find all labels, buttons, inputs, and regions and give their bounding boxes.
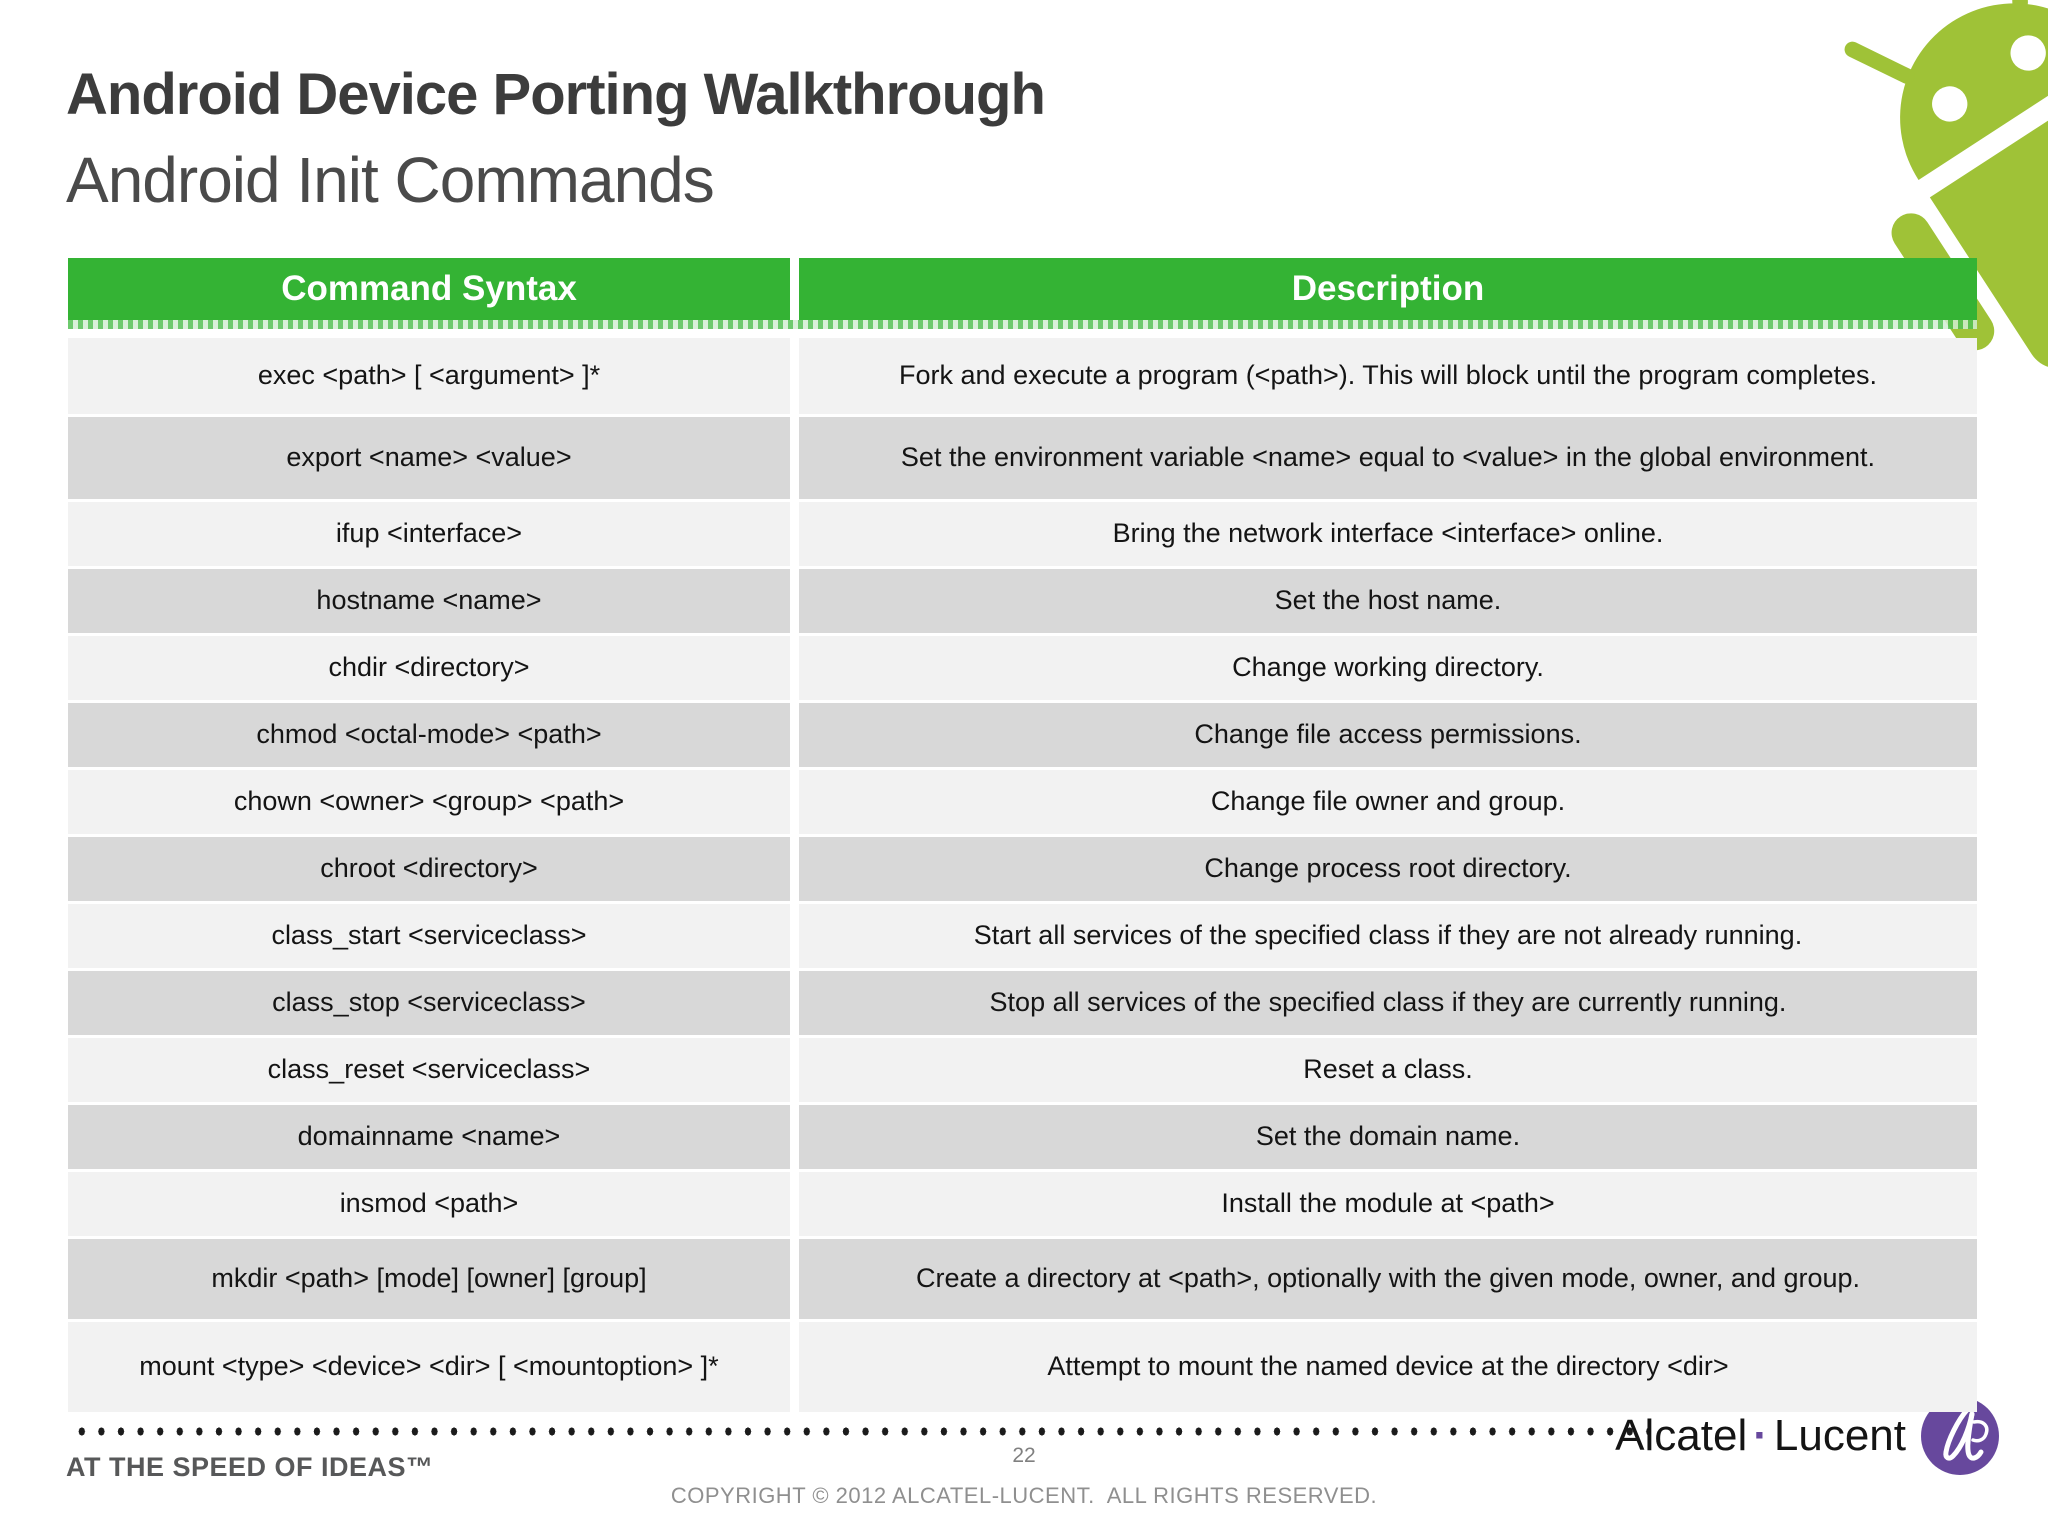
table-row: ifup <interface>Bring the network interf… <box>68 502 1977 566</box>
table-row: insmod <path>Install the module at <path… <box>68 1172 1977 1236</box>
command-syntax-cell: domainname <name> <box>68 1105 790 1169</box>
column-header-description: Description <box>799 258 1977 320</box>
table-row: export <name> <value>Set the environment… <box>68 417 1977 499</box>
page-number: 22 <box>1012 1444 1036 1467</box>
init-commands-table: Command Syntax Description exec <path> [… <box>68 258 1977 1415</box>
table-row: mount <type> <device> <dir> [ <mountopti… <box>68 1322 1977 1412</box>
table-row: class_stop <serviceclass>Stop all servic… <box>68 971 1977 1035</box>
command-syntax-cell: chown <owner> <group> <path> <box>68 770 790 834</box>
table-row: class_start <serviceclass>Start all serv… <box>68 904 1977 968</box>
description-cell: Reset a class. <box>799 1038 1977 1102</box>
table-row: chown <owner> <group> <path>Change file … <box>68 770 1977 834</box>
alcatel-lucent-swirl-icon <box>1921 1397 1999 1475</box>
description-cell: Change file access permissions. <box>799 703 1977 767</box>
table-row: class_reset <serviceclass>Reset a class. <box>68 1038 1977 1102</box>
table-body: exec <path> [ <argument> ]*Fork and exec… <box>68 338 1977 1412</box>
description-cell: Install the module at <path> <box>799 1172 1977 1236</box>
alcatel-lucent-logo: Alcatel · Lucent <box>1615 1396 2000 1476</box>
footer-dotted-divider <box>72 1424 1650 1439</box>
table-row: exec <path> [ <argument> ]*Fork and exec… <box>68 338 1977 414</box>
table-row: domainname <name>Set the domain name. <box>68 1105 1977 1169</box>
description-cell: Create a directory at <path>, optionally… <box>799 1239 1977 1319</box>
command-syntax-cell: ifup <interface> <box>68 502 790 566</box>
command-syntax-cell: chmod <octal-mode> <path> <box>68 703 790 767</box>
table-header-row: Command Syntax Description <box>68 258 1977 320</box>
brand-right: Lucent <box>1773 1411 1906 1460</box>
description-cell: Change working directory. <box>799 636 1977 700</box>
command-syntax-cell: chroot <directory> <box>68 837 790 901</box>
description-cell: Change file owner and group. <box>799 770 1977 834</box>
table-row: mkdir <path> [mode] [owner] [group]Creat… <box>68 1239 1977 1319</box>
command-syntax-cell: exec <path> [ <argument> ]* <box>68 338 790 414</box>
brand-left: Alcatel <box>1615 1411 1748 1460</box>
table-row: chdir <directory>Change working director… <box>68 636 1977 700</box>
command-syntax-cell: chdir <directory> <box>68 636 790 700</box>
command-syntax-cell: hostname <name> <box>68 569 790 633</box>
description-cell: Set the domain name. <box>799 1105 1977 1169</box>
alcatel-lucent-wordmark: Alcatel · Lucent <box>1615 1411 1906 1461</box>
description-cell: Start all services of the specified clas… <box>799 904 1977 968</box>
command-syntax-cell: insmod <path> <box>68 1172 790 1236</box>
column-header-command-syntax: Command Syntax <box>68 258 790 320</box>
description-cell: Change process root directory. <box>799 837 1977 901</box>
table-row: hostname <name>Set the host name. <box>68 569 1977 633</box>
description-cell: Bring the network interface <interface> … <box>799 502 1977 566</box>
slide-subtitle: Android Init Commands <box>66 144 715 216</box>
table-row: chroot <directory>Change process root di… <box>68 837 1977 901</box>
command-syntax-cell: class_start <serviceclass> <box>68 904 790 968</box>
description-cell: Stop all services of the specified class… <box>799 971 1977 1035</box>
description-cell: Set the environment variable <name> equa… <box>799 417 1977 499</box>
command-syntax-cell: mount <type> <device> <dir> [ <mountopti… <box>68 1322 790 1412</box>
command-syntax-cell: class_stop <serviceclass> <box>68 971 790 1035</box>
copyright-text: COPYRIGHT © 2012 ALCATEL-LUCENT. ALL RIG… <box>670 1483 1378 1508</box>
command-syntax-cell: export <name> <value> <box>68 417 790 499</box>
command-syntax-cell: class_reset <serviceclass> <box>68 1038 790 1102</box>
command-syntax-cell: mkdir <path> [mode] [owner] [group] <box>68 1239 790 1319</box>
description-cell: Fork and execute a program (<path>). Thi… <box>799 338 1977 414</box>
brand-dot-separator: · <box>1753 1411 1768 1460</box>
footer-tagline: AT THE SPEED OF IDEAS™ <box>66 1452 434 1482</box>
table-row: chmod <octal-mode> <path>Change file acc… <box>68 703 1977 767</box>
slide-title: Android Device Porting Walkthrough <box>66 62 1046 127</box>
description-cell: Set the host name. <box>799 569 1977 633</box>
description-cell: Attempt to mount the named device at the… <box>799 1322 1977 1412</box>
header-serrated-edge <box>68 320 1977 329</box>
